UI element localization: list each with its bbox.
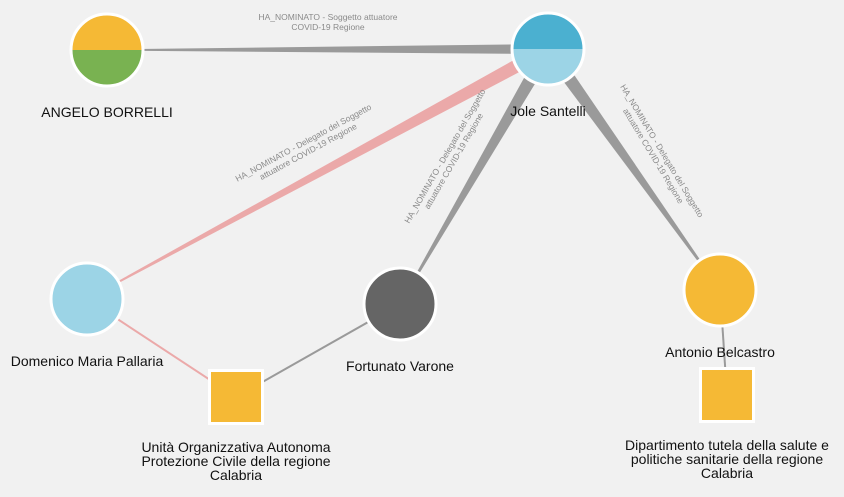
node-antonio-circle[interactable]: [682, 252, 758, 328]
edge-label-line: attuatore COVID-19 Regione: [422, 111, 485, 211]
node-label-line: Fortunato Varone: [346, 358, 454, 374]
node-label-line: Protezione Civile della regione: [141, 453, 330, 469]
edge-angelo_jole: [107, 44, 548, 54]
node-jole-outline[interactable]: [510, 11, 586, 87]
node-label-line: Unità Organizzativa Autonoma: [141, 439, 330, 455]
edge-label-line: HA_NOMINATO - Soggetto attuatore: [258, 12, 397, 22]
node-label-line: Jole Santelli: [510, 103, 586, 119]
node-label-line: Dipartimento tutela della salute e: [625, 437, 829, 453]
node-label-antonio: Antonio Belcastro: [665, 344, 775, 360]
node-dipartimento[interactable]: [699, 367, 755, 423]
node-label-domenico: Domenico Maria Pallaria: [11, 353, 164, 369]
node-angelo-bottom-half: [71, 50, 143, 86]
node-angelo-top-half: [71, 14, 143, 50]
node-dipartimento-square[interactable]: [699, 367, 755, 423]
node-antonio[interactable]: [682, 252, 758, 328]
edge-fortunato_jole: [399, 45, 555, 305]
node-unita[interactable]: [208, 369, 264, 425]
edge-label-line: attuatore COVID-19 Regione: [621, 107, 686, 206]
node-jole-top-half: [512, 13, 584, 49]
node-label-line: ANGELO BORRELLI: [41, 104, 173, 120]
nodes-layer: [49, 11, 758, 425]
edge-domenico_jole: [86, 42, 552, 300]
node-label-angelo: ANGELO BORRELLI: [41, 104, 173, 120]
node-label-fortunato: Fortunato Varone: [346, 358, 454, 374]
node-fortunato-circle[interactable]: [362, 266, 438, 342]
node-fortunato[interactable]: [362, 266, 438, 342]
node-unita-square[interactable]: [208, 369, 264, 425]
node-jole[interactable]: [510, 11, 586, 87]
node-label-line: politiche sanitarie della regione: [631, 451, 823, 467]
node-jole-bottom-half: [512, 49, 584, 85]
node-domenico-circle[interactable]: [49, 261, 125, 337]
node-domenico[interactable]: [49, 261, 125, 337]
node-label-jole: Jole Santelli: [510, 103, 586, 119]
node-angelo[interactable]: [69, 12, 145, 88]
node-label-line: Calabria: [701, 465, 753, 481]
edge-label-line: attuatore COVID-19 Regione: [258, 121, 359, 182]
edge-antonio_jole: [542, 44, 721, 291]
node-angelo-outline[interactable]: [69, 12, 145, 88]
node-label-line: Antonio Belcastro: [665, 344, 775, 360]
edge-label-line: HA_NOMINATO - Delegato del Soggetto: [618, 83, 706, 220]
node-label-line: Domenico Maria Pallaria: [11, 353, 164, 369]
edge-label-line: COVID-19 Regione: [291, 22, 365, 32]
node-label-line: Calabria: [210, 467, 262, 483]
edge-label-line: HA_NOMINATO - Delegato del Soggetto: [234, 102, 374, 184]
